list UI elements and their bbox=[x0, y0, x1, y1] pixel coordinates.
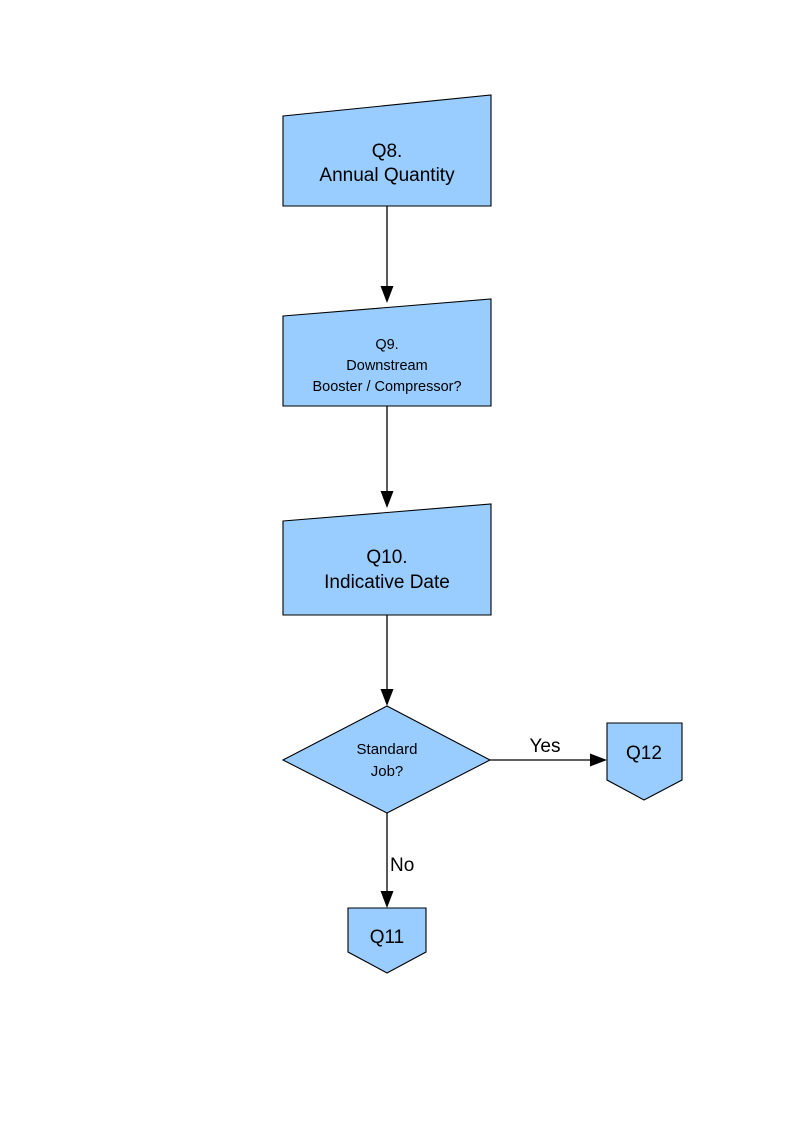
node-q9-shape[interactable] bbox=[282, 298, 492, 407]
node-q8[interactable]: Q8. Annual Quantity bbox=[282, 94, 492, 207]
node-q9-line1: Q9. bbox=[375, 337, 398, 353]
edge-label-no: No bbox=[390, 855, 414, 876]
node-q10-shape[interactable] bbox=[282, 503, 492, 616]
node-q8-shape[interactable] bbox=[282, 94, 492, 207]
arrowhead-icon-q10-decision bbox=[380, 689, 394, 706]
node-q10[interactable]: Q10. Indicative Date bbox=[282, 503, 492, 616]
node-decision-line2: Job? bbox=[371, 763, 404, 780]
arrowhead-icon-q8-q9 bbox=[380, 286, 394, 303]
edge-decision-to-q11: No bbox=[380, 813, 414, 908]
edge-q10-to-decision bbox=[380, 615, 394, 706]
arrowhead-icon-q9-q10 bbox=[380, 491, 394, 508]
node-q8-line2: Annual Quantity bbox=[319, 165, 455, 186]
node-q11-shape[interactable] bbox=[347, 907, 427, 974]
node-q12-label: Q12 bbox=[626, 743, 662, 764]
node-q8-line1: Q8. bbox=[372, 141, 403, 162]
node-decision-standard-job[interactable]: Standard Job? bbox=[281, 705, 492, 814]
node-q9[interactable]: Q9. Downstream Booster / Compressor? bbox=[282, 298, 492, 407]
node-q10-line1: Q10. bbox=[366, 547, 407, 568]
arrowhead-icon-decision-q11 bbox=[380, 891, 394, 908]
node-q11[interactable]: Q11 bbox=[347, 907, 427, 974]
node-q12-shape[interactable] bbox=[606, 722, 683, 801]
node-q11-label: Q11 bbox=[370, 927, 405, 948]
node-decision-line1: Standard bbox=[357, 741, 418, 758]
edge-q8-to-q9 bbox=[380, 206, 394, 303]
node-q10-line2: Indicative Date bbox=[324, 572, 450, 593]
edge-label-yes: Yes bbox=[530, 736, 561, 757]
node-q12[interactable]: Q12 bbox=[606, 722, 683, 801]
edge-q9-to-q10 bbox=[380, 406, 394, 508]
arrowhead-icon-decision-q12 bbox=[590, 753, 607, 767]
node-decision-shape[interactable] bbox=[281, 705, 492, 814]
node-q9-line3: Booster / Compressor? bbox=[312, 379, 461, 395]
node-q9-line2: Downstream bbox=[346, 358, 427, 374]
edge-decision-to-q12: Yes bbox=[490, 736, 607, 767]
